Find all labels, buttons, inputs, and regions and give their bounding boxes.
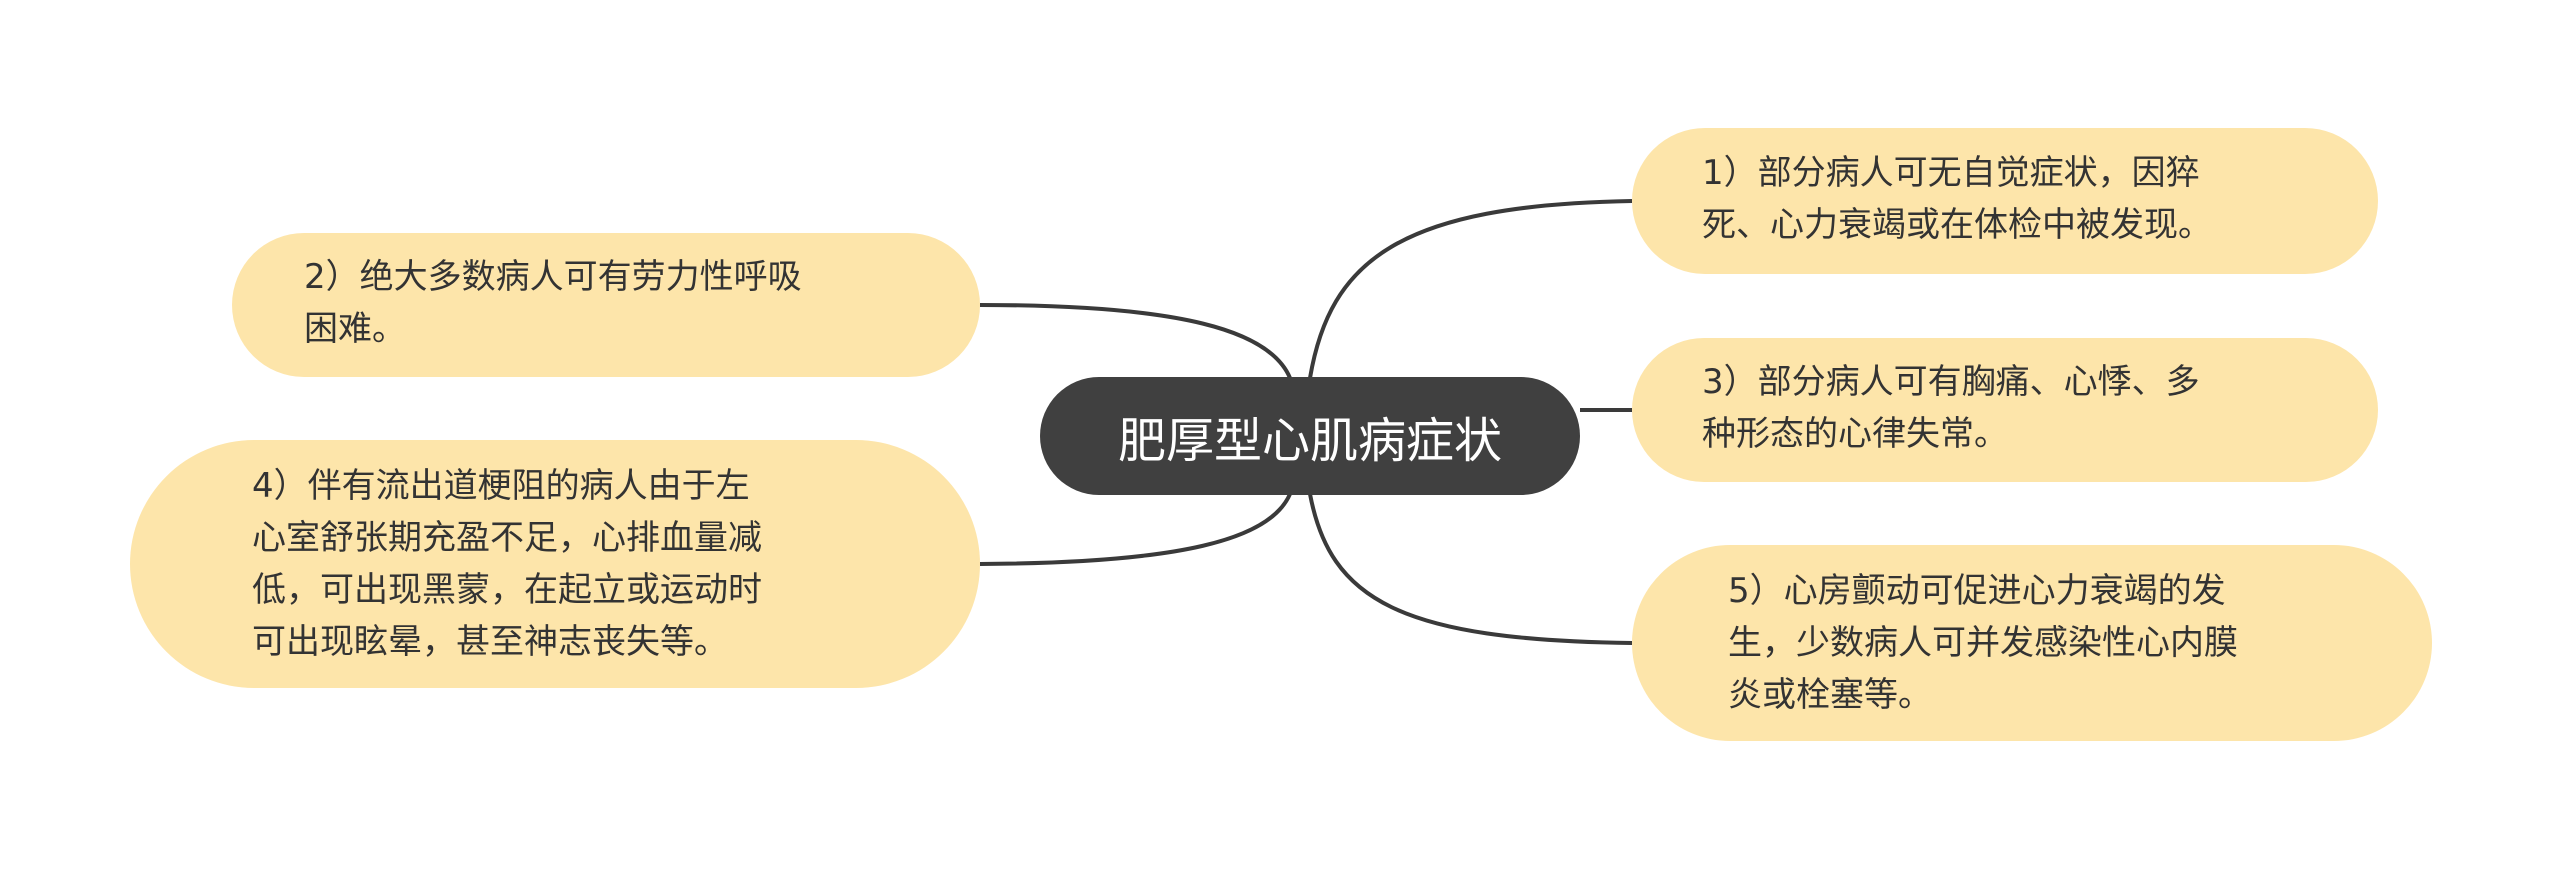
topic-1-line-1: 1）部分病人可无自觉症状，因猝 [1702, 153, 2200, 193]
topic-node-4[interactable]: 4）伴有流出道梗阻的病人由于左 心室舒张期充盈不足，心排血量减 低，可出现黑蒙，… [130, 440, 980, 688]
topic-1-line-2: 死、心力衰竭或在体检中被发现。 [1702, 205, 2212, 245]
central-topic[interactable]: 肥厚型心肌病症状 [1040, 377, 1580, 495]
central-topic-label: 肥厚型心肌病症状 [1117, 413, 1502, 469]
topic-5-line-2: 生，少数病人可并发感染性心内膜 [1728, 623, 2238, 663]
connector-topic-4 [979, 493, 1292, 566]
topic-3-line-1: 3）部分病人可有胸痛、心悸、多 [1702, 362, 2200, 402]
topic-3-line-2: 种形态的心律失常。 [1702, 414, 2008, 454]
topic-2-line-1: 2）绝大多数病人可有劳力性呼吸 [304, 257, 802, 297]
topic-node-3[interactable]: 3）部分病人可有胸痛、心悸、多 种形态的心律失常。 [1632, 338, 2378, 482]
topic-node-1[interactable]: 1）部分病人可无自觉症状，因猝 死、心力衰竭或在体检中被发现。 [1632, 128, 2378, 274]
connector-topic-5 [1308, 493, 1633, 645]
topic-4-line-1: 4）伴有流出道梗阻的病人由于左 [252, 466, 750, 506]
topic-5-line-1: 5）心房颤动可促进心力衰竭的发 [1728, 571, 2226, 611]
topic-4-line-2: 心室舒张期充盈不足，心排血量减 [252, 518, 762, 558]
topic-4-line-3: 低，可出现黑蒙，在起立或运动时 [252, 570, 762, 610]
topic-node-5[interactable]: 5）心房颤动可促进心力衰竭的发 生，少数病人可并发感染性心内膜 炎或栓塞等。 [1632, 545, 2432, 741]
topic-node-2[interactable]: 2）绝大多数病人可有劳力性呼吸 困难。 [232, 233, 980, 377]
connector-topic-1 [1308, 199, 1633, 379]
connector-topic-2 [979, 303, 1292, 379]
topic-2-line-2: 困难。 [304, 309, 406, 349]
topic-4-line-4: 可出现眩晕，甚至神志丧失等。 [252, 622, 728, 662]
topic-5-line-3: 炎或栓塞等。 [1728, 675, 1932, 715]
